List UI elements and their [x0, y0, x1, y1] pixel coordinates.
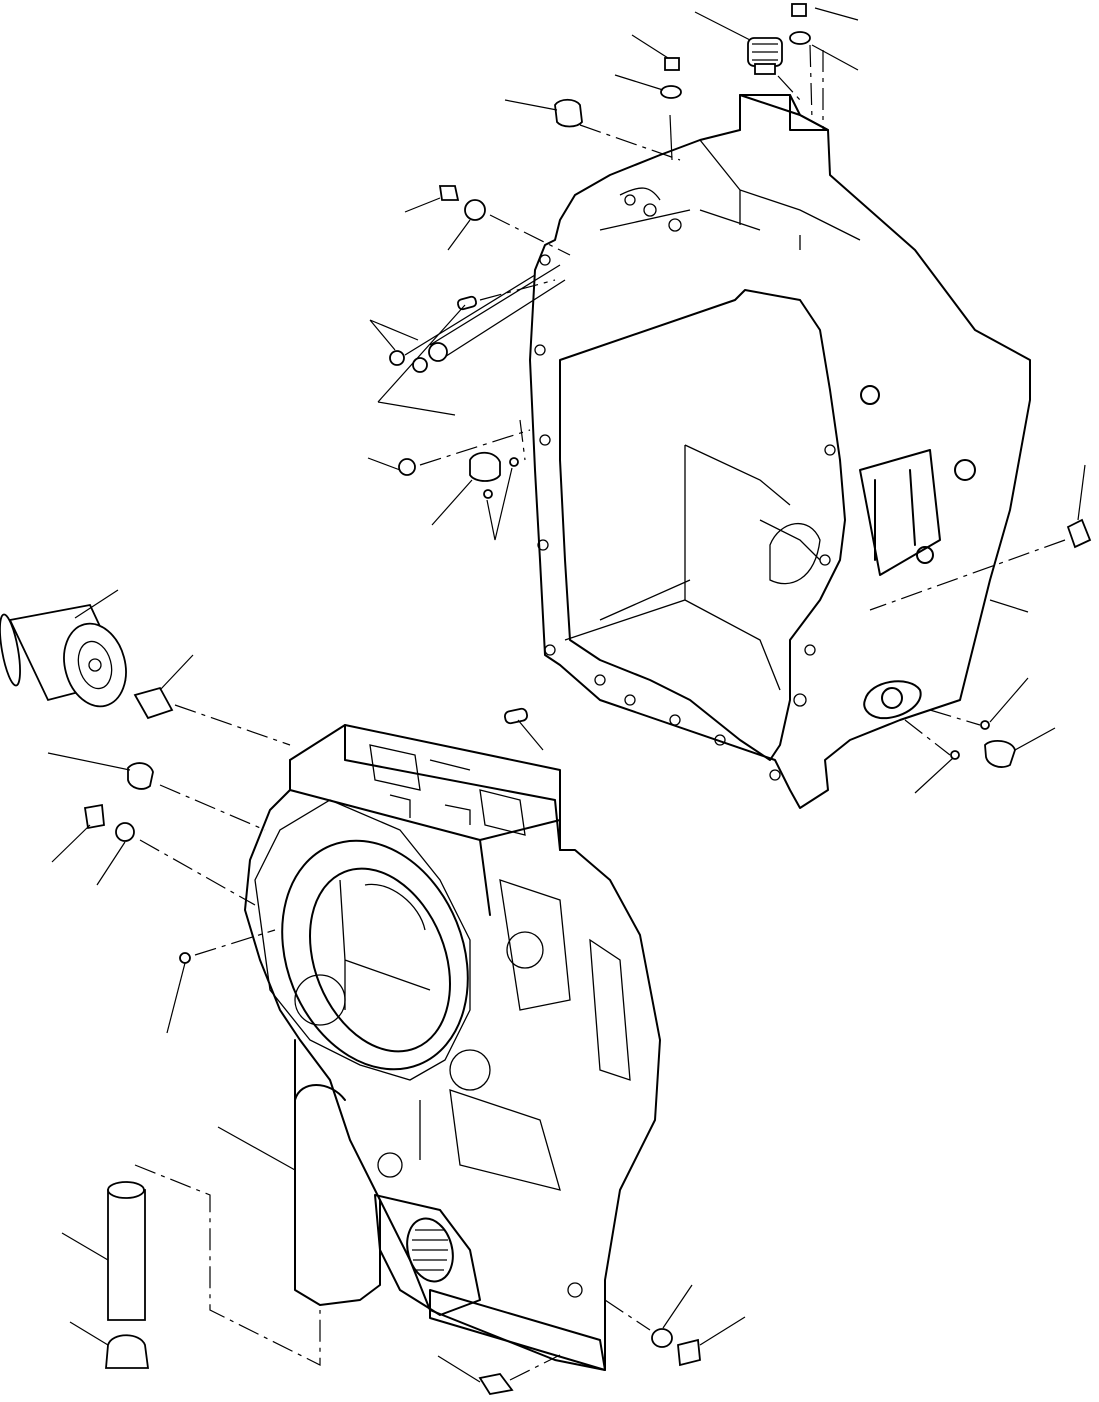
o-ring	[398, 458, 416, 476]
ball-4	[950, 750, 960, 760]
tube-pair	[404, 264, 566, 361]
bolt-lower-right	[677, 1338, 701, 1367]
dowel-pin-2	[504, 707, 528, 725]
cover-boss-2	[506, 931, 544, 969]
washer-top-right	[789, 31, 811, 45]
upper-housing	[529, 94, 1031, 809]
drain-flange-hole	[881, 687, 903, 709]
spline-housing	[374, 1194, 481, 1316]
callout-leaders	[47, 7, 1086, 1383]
side-boss-hole-3	[916, 546, 934, 564]
upper-flange-holes	[534, 194, 836, 781]
cover-boss	[449, 1049, 491, 1091]
bottom-flange	[429, 1289, 606, 1371]
tube-end	[428, 342, 448, 362]
bearing-bore-spokes	[339, 879, 431, 1010]
spline-teeth	[412, 1229, 448, 1271]
upper-housing-ribs	[599, 139, 861, 250]
washer-left	[464, 199, 486, 221]
filter-nipple	[133, 686, 174, 720]
bolt-right	[1066, 518, 1092, 549]
spline-bore	[406, 1217, 454, 1283]
front-cover-outline	[244, 724, 661, 1371]
front-cover-lower-body	[294, 1039, 381, 1306]
cup-seal	[105, 1334, 150, 1369]
bolt-lower-left	[83, 803, 105, 830]
upper-housing-front-opening	[559, 289, 846, 761]
bolt-top-right	[791, 3, 807, 17]
centre-lines	[134, 44, 1066, 1381]
upper-housing-top-flange	[739, 94, 829, 131]
washer-top	[660, 85, 682, 99]
upper-housing-side-boss	[859, 449, 941, 576]
upper-housing-outline	[529, 94, 1031, 809]
plug-lower-left	[127, 762, 154, 790]
o-ring-small	[412, 357, 428, 373]
washer-lower-left	[115, 822, 135, 842]
front-cover-side-ribs	[419, 879, 631, 1191]
bolt-left	[438, 185, 460, 201]
loose-parts	[0, 3, 1092, 1395]
dowel-pin	[457, 295, 477, 311]
oil-filter	[0, 603, 127, 708]
bolt-top	[664, 57, 680, 71]
ball	[509, 457, 519, 467]
bore-flange	[254, 799, 471, 1081]
side-boss-hole	[954, 459, 976, 481]
side-boss-hole-2	[860, 385, 880, 405]
washer-lower-right	[651, 1328, 673, 1348]
cover-hole	[567, 1282, 583, 1298]
ball-2	[483, 489, 493, 499]
upper-housing-cavity	[564, 444, 821, 691]
bearing-bore-inner	[309, 867, 451, 1053]
drain-plug	[984, 739, 1016, 768]
o-ring-small-2	[389, 350, 405, 366]
bolt-bottom	[478, 1373, 514, 1395]
breather-cap	[747, 37, 783, 75]
ball-5	[179, 952, 191, 964]
plug-upper-left	[554, 98, 583, 128]
bearing-bore-outer	[281, 839, 469, 1071]
front-cover-top-pockets	[369, 744, 526, 836]
drain-flange	[863, 680, 922, 720]
bore-boss	[294, 974, 346, 1026]
ball-3	[980, 720, 990, 730]
front-cover-top-deck	[289, 724, 561, 916]
cover-boss-3	[377, 1152, 403, 1178]
plug-center	[469, 451, 501, 482]
sleeve	[107, 1181, 146, 1321]
lower-front-cover	[244, 724, 661, 1371]
